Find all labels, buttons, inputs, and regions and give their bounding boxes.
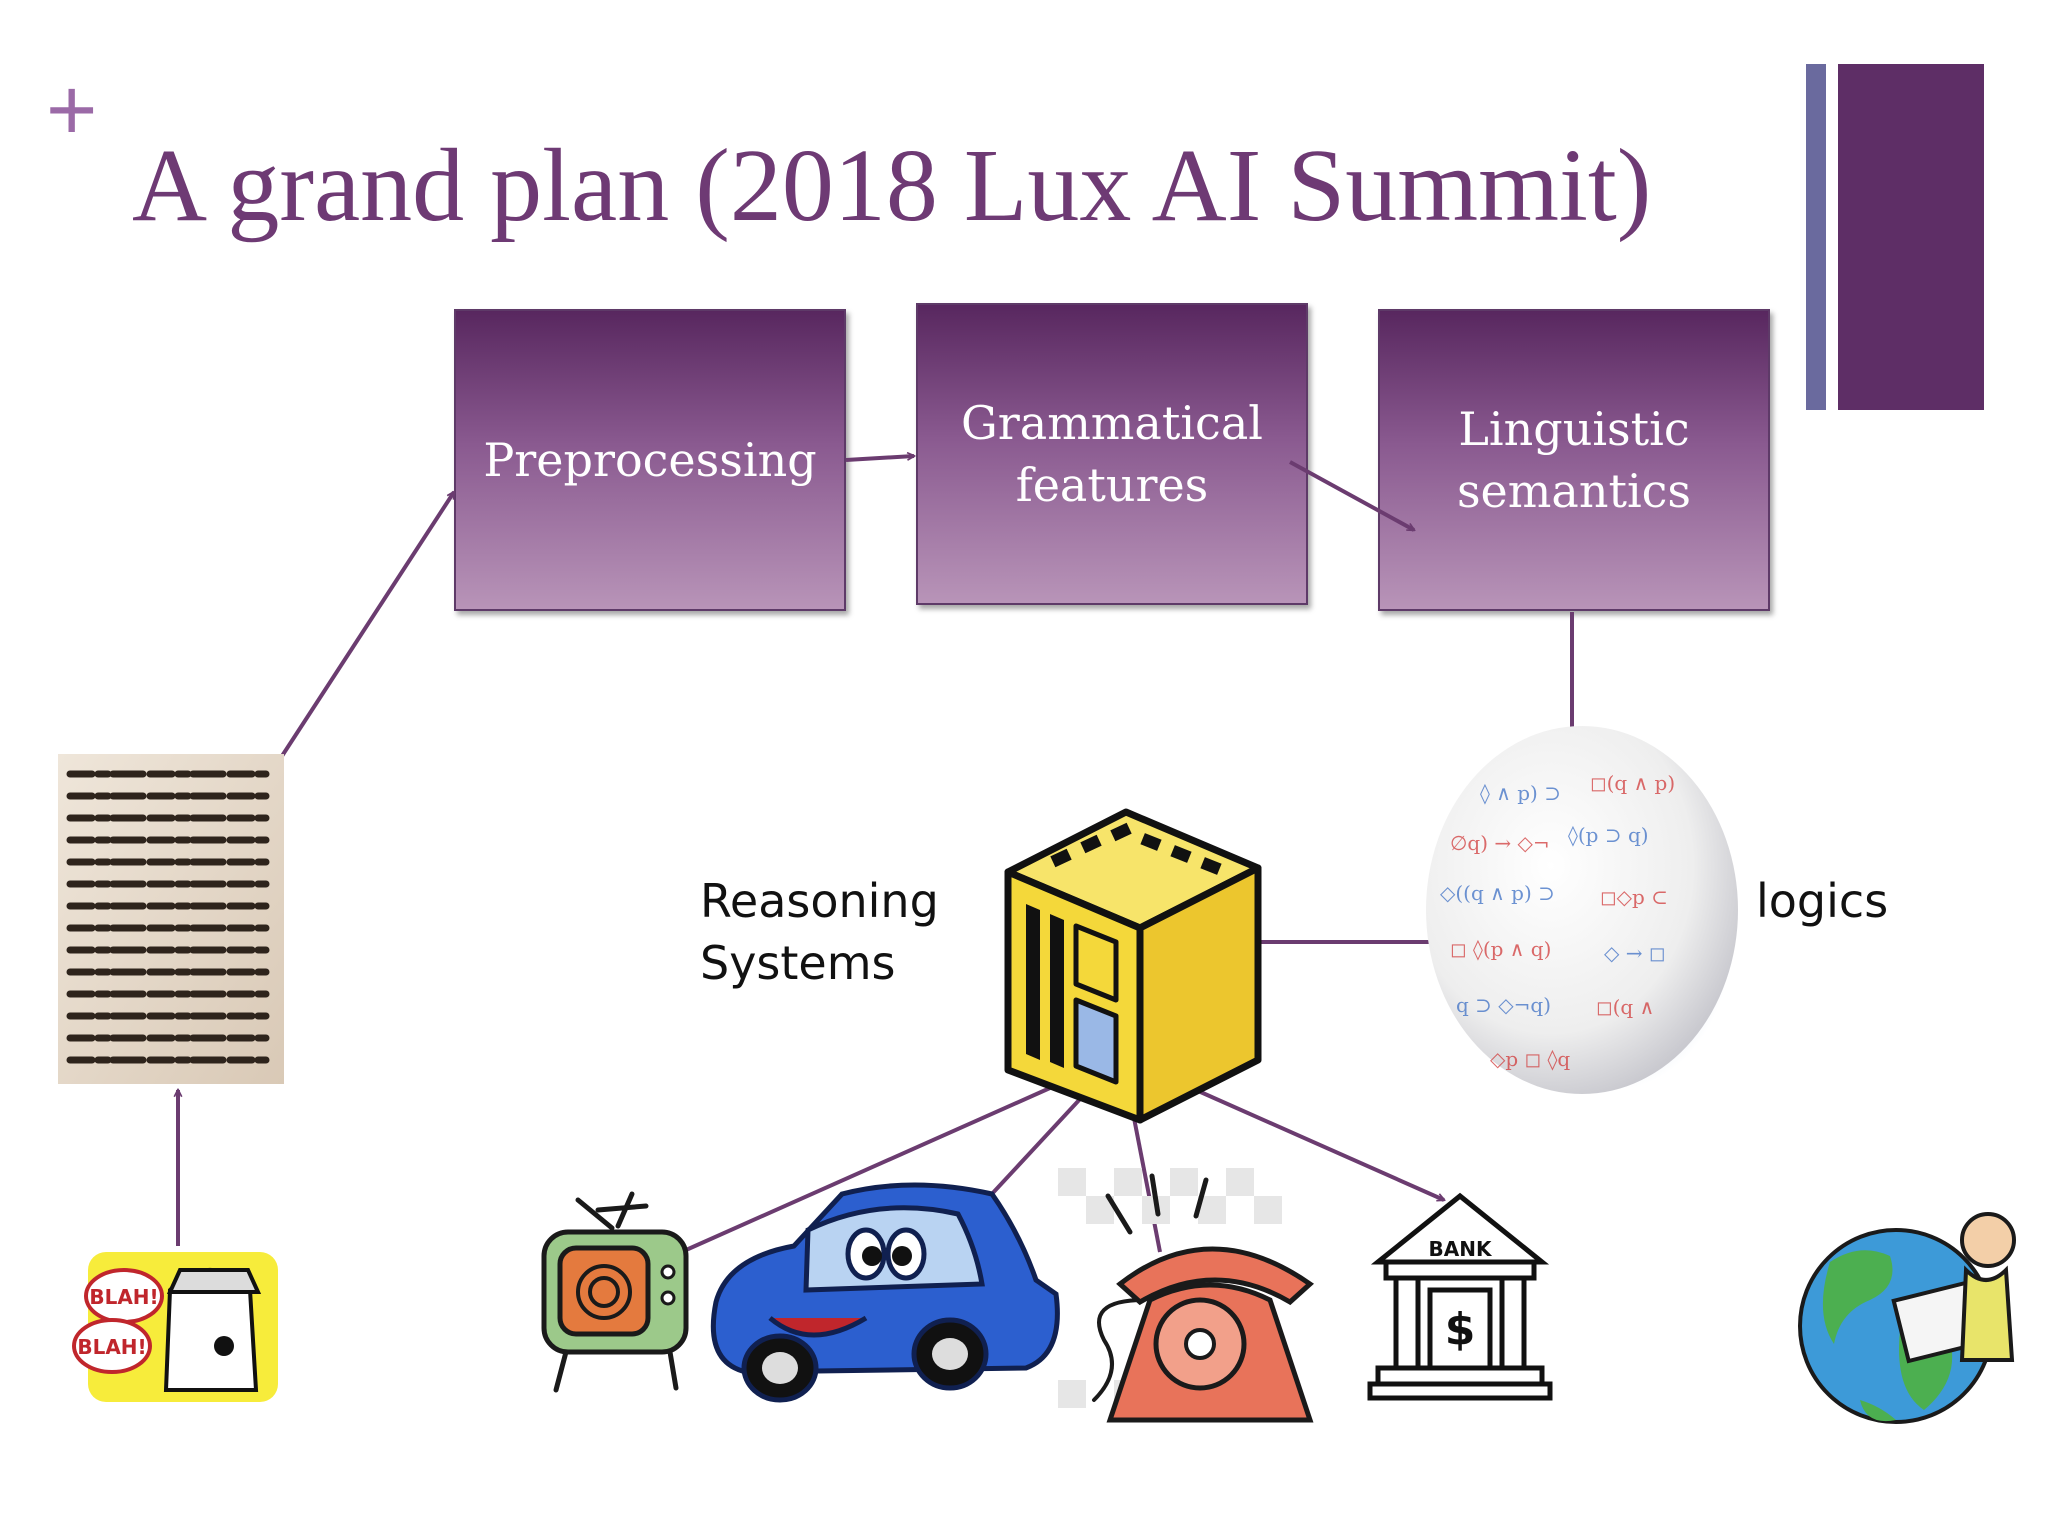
rotary-phone-icon — [1058, 1168, 1315, 1423]
arrow-reasoning-to-bank — [1195, 1088, 1444, 1202]
svg-text:◻ ◊(p ∧ q): ◻ ◊(p ∧ q) — [1450, 937, 1551, 961]
logic-formula-sphere-image: ◊ ∧ p) ⊃ ◻(q ∧ p) ∅q) → ◇¬ ◊(p ⊃ q) ◇((q… — [1426, 726, 1738, 1094]
cartoon-car-icon — [710, 1182, 1060, 1403]
reasoning-cube-icon — [1004, 808, 1262, 1124]
accent-bar-thin — [1806, 64, 1826, 410]
svg-text:∅q) → ◇¬: ∅q) → ◇¬ — [1450, 831, 1550, 855]
svg-text:◻(q ∧ p): ◻(q ∧ p) — [1590, 771, 1675, 795]
box-grammatical-features: Grammatical features — [916, 303, 1308, 605]
logics-label: logics — [1756, 874, 1889, 928]
box-linguistic-semantics-label: Linguistic semantics — [1456, 402, 1692, 518]
box-grammatical-features-label: Grammatical features — [961, 396, 1263, 512]
manuscript-text-image — [58, 754, 284, 1084]
box-preprocessing: Preprocessing — [454, 309, 846, 611]
svg-text:$: $ — [1445, 1304, 1476, 1355]
svg-text:◻(q ∧: ◻(q ∧ — [1596, 995, 1654, 1019]
bank-building-icon: $ BANK — [1367, 1192, 1553, 1401]
flow-arrows — [178, 456, 1572, 1246]
connector-lines — [685, 1082, 1162, 1253]
svg-text:◇((q ∧ p) ⊃: ◇((q ∧ p) ⊃ — [1440, 881, 1555, 905]
arrow-preprocessing-to-grammatical — [845, 456, 914, 462]
svg-text:◇ → ◻: ◇ → ◻ — [1604, 941, 1665, 965]
arrow-grammatical-to-linguistic — [1289, 460, 1414, 532]
globe-with-reader-image — [1798, 1212, 2016, 1424]
svg-text:◊(p ⊃ q): ◊(p ⊃ q) — [1568, 823, 1649, 847]
blah-text-2: BLAH! — [77, 1335, 146, 1359]
svg-text:q ⊃ ◇¬q): q ⊃ ◇¬q) — [1456, 993, 1551, 1017]
svg-text:◇p ◻ ◊q: ◇p ◻ ◊q — [1490, 1047, 1570, 1071]
bank-sign-text: BANK — [1429, 1237, 1493, 1261]
svg-text:◊ ∧ p) ⊃: ◊ ∧ p) ⊃ — [1480, 781, 1561, 805]
blah-text-1: BLAH! — [89, 1285, 158, 1309]
arrow-text-to-preprocessing — [280, 492, 456, 758]
blah-blah-speaker-image: BLAH! BLAH! — [72, 1252, 278, 1402]
television-icon — [541, 1191, 689, 1393]
accent-bar-wide — [1838, 64, 1984, 410]
box-linguistic-semantics: Linguistic semantics — [1378, 309, 1770, 611]
reasoning-systems-label: Reasoning Systems — [700, 874, 939, 990]
slide-plus-marker: + — [46, 60, 98, 159]
box-preprocessing-label: Preprocessing — [483, 433, 817, 487]
slide-title: A grand plan (2018 Lux AI Summit) — [132, 128, 1652, 243]
svg-text:◻◇p ⊂: ◻◇p ⊂ — [1600, 885, 1668, 909]
